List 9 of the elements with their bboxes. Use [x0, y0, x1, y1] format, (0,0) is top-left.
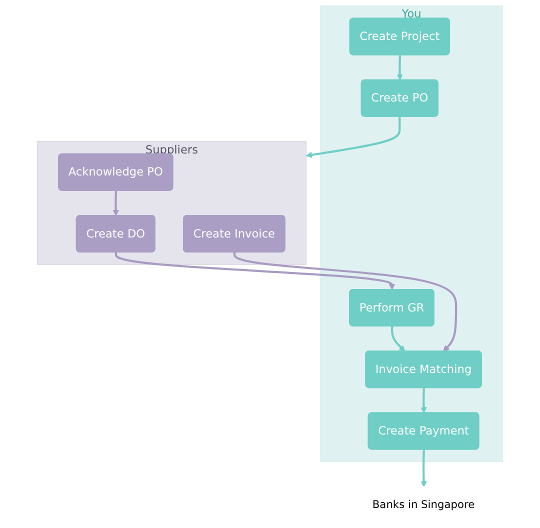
node-text: Banks in Singapore — [372, 498, 475, 511]
arrow — [114, 252, 396, 290]
arrow — [306, 116, 401, 158]
arrow — [420, 450, 427, 488]
arrow — [233, 252, 458, 352]
arrow — [396, 55, 403, 80]
arrow — [390, 326, 406, 352]
arrow — [112, 190, 119, 216]
arrow — [420, 388, 427, 414]
